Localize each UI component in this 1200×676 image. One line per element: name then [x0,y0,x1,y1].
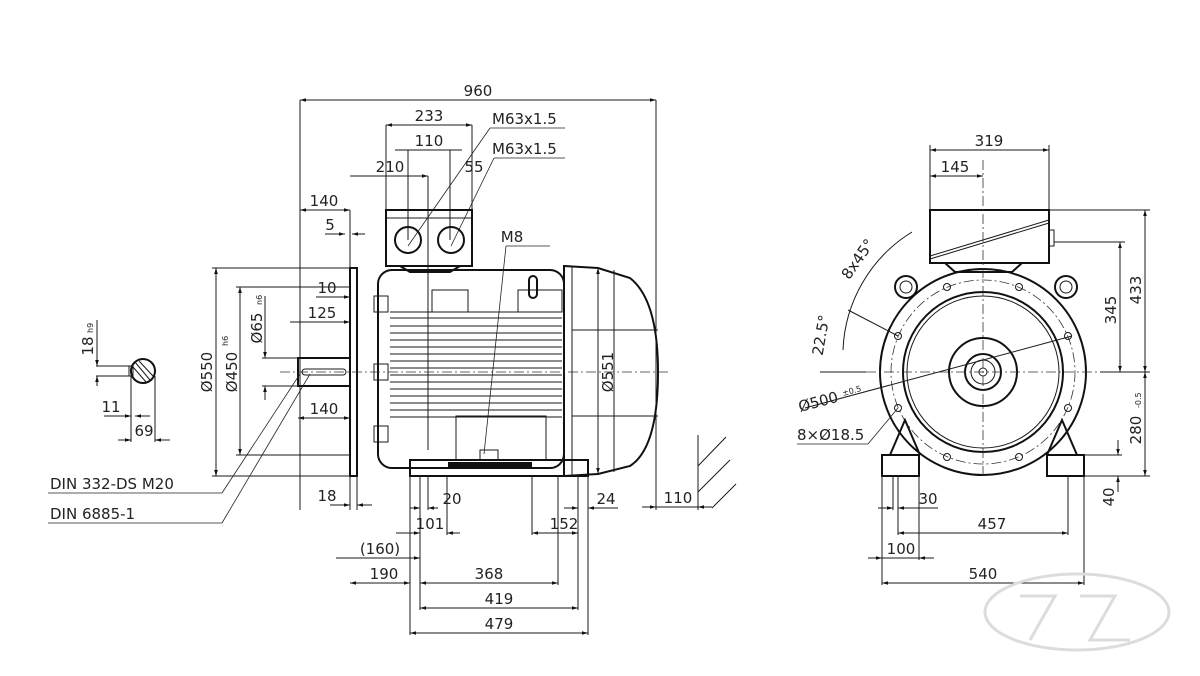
label-key-depth: 11 [101,398,120,416]
label-spigot-tolerance: h6 [221,336,230,346]
motor-frame [377,269,565,469]
label-spigot-diameter: Ø450 [223,352,241,392]
label-end-box-width: 319 [975,132,1004,150]
wall-hatch [697,436,737,509]
label-foot-height: 40 [1100,487,1118,506]
label-foot-slot: 30 [918,490,937,508]
motor-feet [409,459,589,477]
foot-left [881,454,920,477]
end-terminal-box [929,209,1050,264]
cable-gland-2 [437,226,465,254]
label-shaft-height-tolerance: -0.5 [1134,392,1143,408]
label-shaft-length: 140 [310,400,339,418]
label-overall-length: 960 [464,82,493,100]
end-view: 319 145 [796,132,1150,585]
label-flange-diameter: Ø550 [198,352,216,392]
lifting-eye [528,275,538,299]
label-flange-thickness: 18 [317,487,336,505]
label-foot-190: 190 [370,565,399,583]
label-height-gland: 345 [1102,296,1120,325]
lifting-eye-left [894,275,918,299]
label-key-shaft-height: 69 [134,422,153,440]
angle-arc [842,231,913,351]
label-box-width: 233 [415,107,444,125]
label-flange-small: 5 [325,216,335,234]
earth-terminal [479,449,499,461]
label-foot-479: 479 [485,615,514,633]
key-section: 18 h9 11 69 [79,320,170,442]
bolt-holes [894,283,1072,461]
lifting-eye-right [1054,275,1078,299]
shaft-section [130,358,156,384]
label-foot-101: 101 [416,515,445,533]
label-gland-thread-1: M63x1.5 [492,110,557,128]
label-shaft-tolerance: n6 [255,295,264,305]
foot-right [1046,454,1085,477]
label-gland-spacing: 110 [415,132,444,150]
label-foot-20: 20 [442,490,461,508]
note-key-standard: DIN 6885-1 [50,505,135,523]
label-end-box-offset: 145 [941,158,970,176]
label-foot-419: 419 [485,590,514,608]
terminal-box [385,209,473,267]
label-earth-thread: M8 [501,228,524,246]
note-thread-standard: DIN 332-DS M20 [50,475,174,493]
cooling-fins [390,311,562,418]
label-end-shaft-height: 280 [1127,416,1145,445]
label-foot-spacing: 457 [978,515,1007,533]
label-foot-24: 24 [596,490,615,508]
label-removal-clearance: 110 [664,489,693,507]
label-gland-edge: 55 [464,158,483,176]
label-overall-width: 540 [969,565,998,583]
label-shaft-key-length: 125 [308,304,337,322]
label-height-box: 433 [1127,276,1145,305]
shaft [297,357,351,387]
label-spigot: 10 [317,279,336,297]
side-view: 960 233 110 210 55 M63x1.5 M63x1.5 140 5 [48,82,737,635]
label-shaft-diameter: Ø65 [248,313,266,344]
label-flange-to-box: 140 [310,192,339,210]
label-hole-angle: 22.5° [809,313,834,356]
label-foot-160: (160) [360,540,400,558]
label-gland-thread-2: M63x1.5 [492,140,557,158]
label-foot-width: 100 [887,540,916,558]
label-foot-368: 368 [475,565,504,583]
cable-gland-1 [394,226,422,254]
label-holes: 8×Ø18.5 [797,426,864,444]
label-pcd: Ø500 [796,388,840,416]
dim-pcd [804,335,1073,409]
label-foot-152: 152 [550,515,579,533]
label-key-tolerance: h9 [86,323,95,333]
label-key-width: 18 [79,336,97,355]
watermark-logo [983,572,1171,652]
label-gland-offset: 210 [376,158,405,176]
label-hole-pattern: 8x45° [838,236,879,283]
